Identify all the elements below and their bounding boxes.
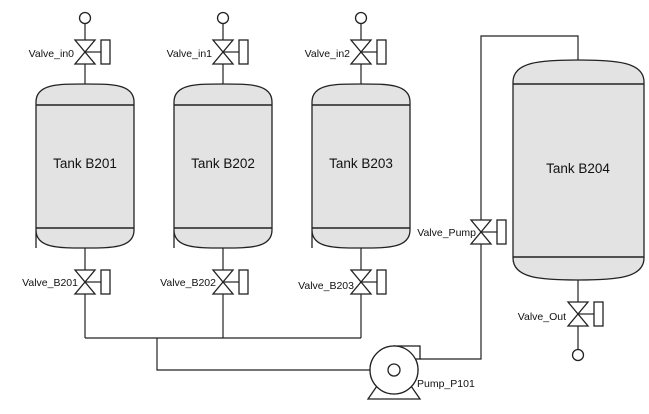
tank-b201 [35, 83, 135, 249]
pump-p101[interactable] [366, 345, 422, 400]
pump-p101-label: Pump_P101 [417, 378, 475, 390]
pump-shaft-icon [387, 363, 401, 377]
valve-in1-label: Valve_in1 [167, 48, 212, 60]
labels: Tank B201 Tank B202 Tank B203 Tank B204 … [22, 48, 610, 390]
valve-b202-label: Valve_B202 [160, 277, 216, 289]
valve-in0[interactable] [73, 39, 111, 65]
valve-b203[interactable] [349, 269, 387, 295]
valve-out-label: Valve_Out [518, 311, 566, 323]
tank-b204 [512, 59, 645, 281]
valve-b201[interactable] [73, 269, 111, 295]
valve-in2-label: Valve_in2 [305, 48, 350, 60]
valve-b201-label: Valve_B201 [22, 277, 78, 289]
inlet-port-in2 [354, 11, 368, 25]
tank-b202 [173, 83, 273, 249]
inlet-port-in0 [78, 11, 92, 25]
tank-b203-label: Tank B203 [329, 156, 393, 171]
valve-b202[interactable] [211, 269, 249, 295]
pipe-suction [156, 338, 370, 371]
tank-b201-label: Tank B201 [53, 156, 117, 171]
pipe-discharge [420, 35, 579, 360]
valve-pump-label: Valve_Pump [417, 227, 476, 239]
valve-in0-label: Valve_in0 [29, 48, 74, 60]
valve-pump[interactable] [469, 219, 507, 245]
valve-b203-label: Valve_B203 [298, 280, 354, 292]
valve-out[interactable] [566, 301, 604, 327]
valve-in2[interactable] [349, 39, 387, 65]
ports [78, 11, 585, 362]
tank-b204-label: Tank B204 [546, 161, 610, 176]
tank-b202-label: Tank B202 [191, 156, 255, 171]
tank-b203 [311, 83, 411, 249]
outlet-port-out [571, 348, 585, 362]
inlet-port-in1 [216, 11, 230, 25]
valve-in1[interactable] [211, 39, 249, 65]
